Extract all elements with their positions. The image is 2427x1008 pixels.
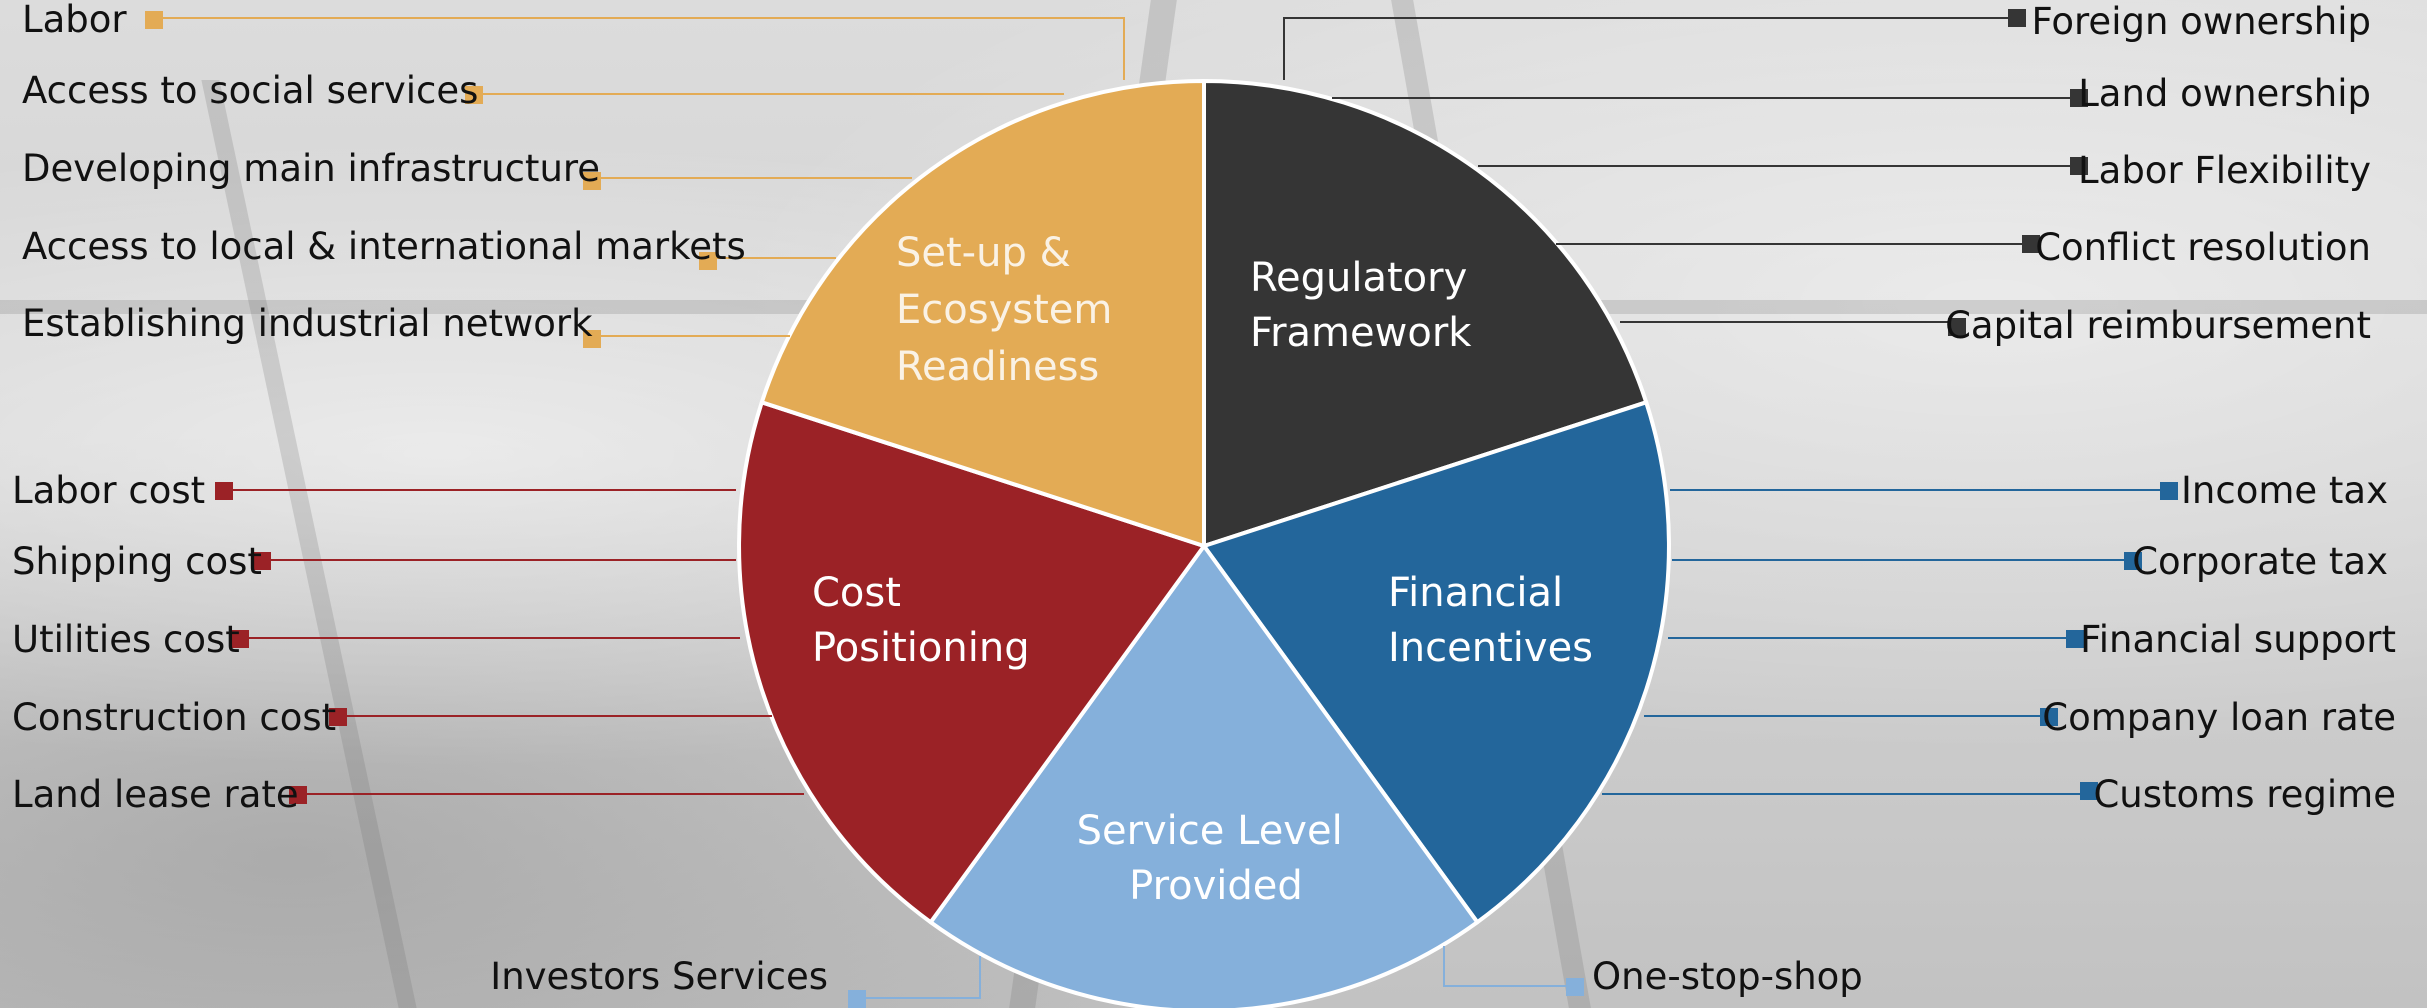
item-one-stop-shop: One-stop-shop <box>1592 955 1863 998</box>
segment-label-line: Provided <box>1129 863 1303 909</box>
square-bullet-icon <box>289 786 307 804</box>
segment-label-line: Cost <box>812 570 901 616</box>
item-developing-infrastructure: Developing main infrastructure <box>22 147 600 190</box>
item-land-ownership: Land ownership <box>2078 72 2371 115</box>
segment-label-line: Service Level <box>1077 808 1343 854</box>
segment-label-line: Positioning <box>812 625 1030 671</box>
square-bullet-icon <box>2040 708 2058 726</box>
segment-label-financial: Financial Incentives <box>1388 570 1593 671</box>
connector-line <box>1443 946 1568 987</box>
item-labor: Labor <box>22 0 127 41</box>
item-shipping-cost: Shipping cost <box>12 540 262 583</box>
segment-cost[interactable] <box>737 400 1206 925</box>
connector-line <box>154 17 1125 80</box>
item-investors-services: Investors Services <box>490 955 828 998</box>
item-utilities-cost: Utilities cost <box>12 618 240 661</box>
pie-segments <box>737 79 1671 1008</box>
square-bullet-icon <box>2070 157 2088 175</box>
item-labor-flexibility: Labor Flexibility <box>2078 149 2371 192</box>
square-bullet-icon <box>215 482 233 500</box>
square-bullet-icon <box>848 990 866 1008</box>
segment-setup[interactable] <box>759 79 1206 548</box>
segment-label-line: Framework <box>1250 310 1472 356</box>
items-setup: Labor Access to social services Developi… <box>22 0 1125 348</box>
segment-label-line: Regulatory <box>1250 255 1467 301</box>
segment-label-regulatory: Regulatory Framework <box>1250 255 1480 356</box>
square-bullet-icon <box>1566 978 1584 996</box>
item-income-tax: Income tax <box>2181 469 2388 512</box>
square-bullet-icon <box>2022 235 2040 253</box>
square-bullet-icon <box>465 86 483 104</box>
square-bullet-icon <box>583 330 601 348</box>
square-bullet-icon <box>699 252 717 270</box>
item-financial-support: Financial support <box>2080 618 2396 661</box>
segment-service[interactable] <box>928 544 1480 1008</box>
items-financial: Income tax Corporate tax Financial suppo… <box>1602 469 2396 816</box>
items-service: Investors Services One-stop-shop <box>490 946 1863 1008</box>
item-land-lease-rate: Land lease rate <box>12 773 299 816</box>
square-bullet-icon <box>2080 782 2098 800</box>
square-bullet-icon <box>329 708 347 726</box>
square-bullet-icon <box>1948 318 1966 336</box>
item-industrial-network: Establishing industrial network <box>22 302 593 345</box>
square-bullet-icon <box>2070 89 2088 107</box>
segment-label-line: Financial <box>1388 570 1563 616</box>
item-construction-cost: Construction cost <box>12 696 336 739</box>
segment-financial[interactable] <box>1202 400 1671 925</box>
square-bullet-icon <box>2066 630 2084 648</box>
segment-label-line: Set-up & <box>896 230 1071 276</box>
item-conflict-resolution: Conflict resolution <box>2035 226 2371 269</box>
connector-line <box>856 956 981 999</box>
item-labor-cost: Labor cost <box>12 469 205 512</box>
square-bullet-icon <box>583 172 601 190</box>
segment-label-service: Service Level Provided <box>1077 808 1356 909</box>
segment-label-line: Incentives <box>1388 625 1593 671</box>
item-company-loan-rate: Company loan rate <box>2042 696 2396 739</box>
item-corporate-tax: Corporate tax <box>2132 540 2388 583</box>
connector-line <box>1283 17 2008 80</box>
item-access-social-services: Access to social services <box>22 69 478 112</box>
square-bullet-icon <box>231 630 249 648</box>
item-foreign-ownership: Foreign ownership <box>2031 0 2371 43</box>
segment-label-setup: Set-up & Ecosystem Readiness <box>896 230 1125 390</box>
items-cost: Labor cost Shipping cost Utilities cost … <box>12 469 804 816</box>
square-bullet-icon <box>2160 482 2178 500</box>
square-bullet-icon <box>145 11 163 29</box>
square-bullet-icon <box>2008 9 2026 27</box>
items-regulatory: Foreign ownership Land ownership Labor F… <box>1283 0 2371 347</box>
square-bullet-icon <box>253 552 271 570</box>
item-customs-regime: Customs regime <box>2093 773 2396 816</box>
segment-label-line: Readiness <box>896 344 1099 390</box>
segment-label-cost: Cost Positioning <box>812 570 1030 671</box>
item-capital-reimbursement: Capital reimbursement <box>1945 304 2371 347</box>
segment-regulatory[interactable] <box>1202 79 1649 548</box>
segment-label-line: Ecosystem <box>896 287 1112 333</box>
square-bullet-icon <box>2124 552 2142 570</box>
item-access-markets: Access to local & international markets <box>22 225 746 268</box>
